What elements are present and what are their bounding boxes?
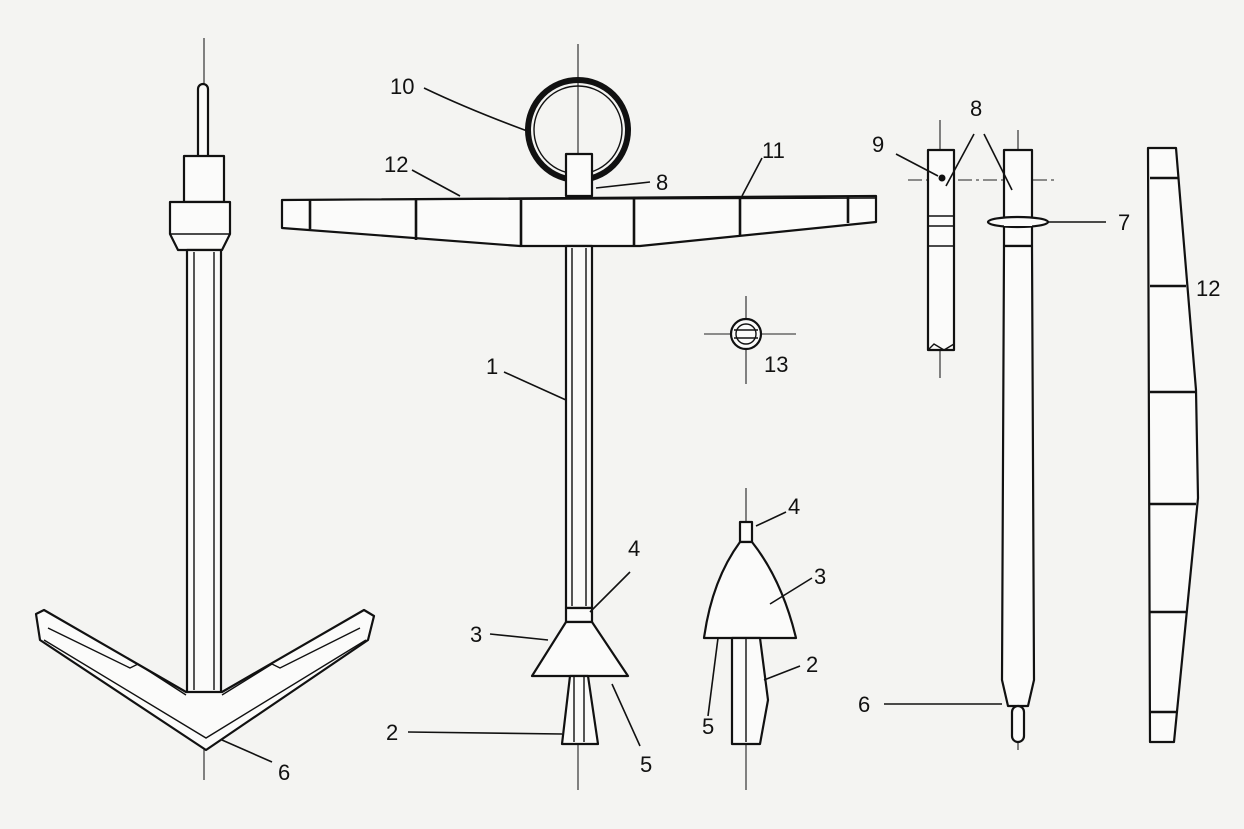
- left-arm-inner: [47, 627, 187, 696]
- shank: [564, 244, 594, 610]
- fluke: [530, 620, 630, 678]
- callout-3: 3: [470, 622, 482, 647]
- callout-10: 10: [390, 74, 414, 99]
- callout-13: 13: [764, 352, 788, 377]
- anchor-tip: [560, 674, 600, 746]
- leader-5a: [611, 683, 641, 747]
- callout-7: 7: [1118, 210, 1130, 235]
- leader-2a: [407, 731, 563, 735]
- leader-3b: [769, 577, 813, 605]
- leader-8c: [983, 133, 1013, 191]
- callout-labels: 1 2 2 3 3 4 4 5 5 6 6 7 8 8 9 10 11 12 1…: [278, 74, 1220, 785]
- section-circle-inner: [735, 323, 757, 345]
- leader-4b: [755, 511, 787, 527]
- callout-6: 6: [858, 692, 870, 717]
- callout-8: 8: [656, 170, 668, 195]
- shank-head-detail-view: [895, 120, 1058, 378]
- leader-8b: [945, 133, 975, 187]
- right-arm-inner: [221, 627, 361, 696]
- break-line: [927, 343, 955, 351]
- callout-5: 5: [702, 714, 714, 739]
- shank-upper: [1002, 148, 1034, 248]
- leader-8a: [595, 181, 651, 189]
- leader-10: [423, 87, 531, 133]
- anchor-side-view: [34, 38, 376, 780]
- callout-4: 4: [788, 494, 800, 519]
- callout-8: 8: [970, 96, 982, 121]
- fluke-collar: [564, 606, 594, 624]
- leader-9: [895, 153, 939, 177]
- stock-profile: [1146, 146, 1200, 744]
- shank-stub: [926, 148, 956, 352]
- anchor-arms: [34, 608, 376, 752]
- leader-6a: [221, 739, 273, 763]
- anchor-with-stock-view: [280, 44, 878, 790]
- leader-1: [503, 371, 567, 401]
- leader-5b: [707, 637, 719, 717]
- stock: [280, 194, 878, 248]
- callout-12: 12: [384, 152, 408, 177]
- stock-top-edge: [281, 197, 877, 201]
- callout-9: 9: [872, 132, 884, 157]
- fluke-detail-view: [702, 488, 813, 790]
- pin-hole: [938, 174, 946, 182]
- shank-side-view: [884, 130, 1106, 750]
- shank: [185, 248, 223, 702]
- callout-1: 1: [486, 354, 498, 379]
- leader-3a: [489, 633, 549, 641]
- detail-tip: [730, 636, 770, 746]
- callout-5: 5: [640, 752, 652, 777]
- leader-2b: [763, 665, 801, 681]
- callout-6: 6: [278, 760, 290, 785]
- callout-2: 2: [806, 652, 818, 677]
- arm-bottom-edge: [43, 639, 367, 739]
- detail-collar: [738, 520, 754, 544]
- pin-mask: [1004, 222, 1032, 226]
- leader-11: [741, 157, 763, 197]
- callout-12: 12: [1196, 276, 1220, 301]
- callout-2: 2: [386, 720, 398, 745]
- callout-11: 11: [762, 138, 785, 163]
- detail-fluke: [702, 540, 798, 640]
- callout-4: 4: [628, 536, 640, 561]
- stock-side-view: [1146, 146, 1200, 744]
- leader-12a: [411, 169, 461, 197]
- shank-cross-section: [704, 296, 796, 384]
- stock-end: [168, 200, 232, 252]
- callout-3: 3: [814, 564, 826, 589]
- leader-4a: [589, 571, 631, 613]
- shank-foot: [1010, 704, 1026, 744]
- shank-lower: [1000, 244, 1036, 708]
- shank-head: [564, 152, 594, 198]
- shank-collar: [182, 154, 226, 204]
